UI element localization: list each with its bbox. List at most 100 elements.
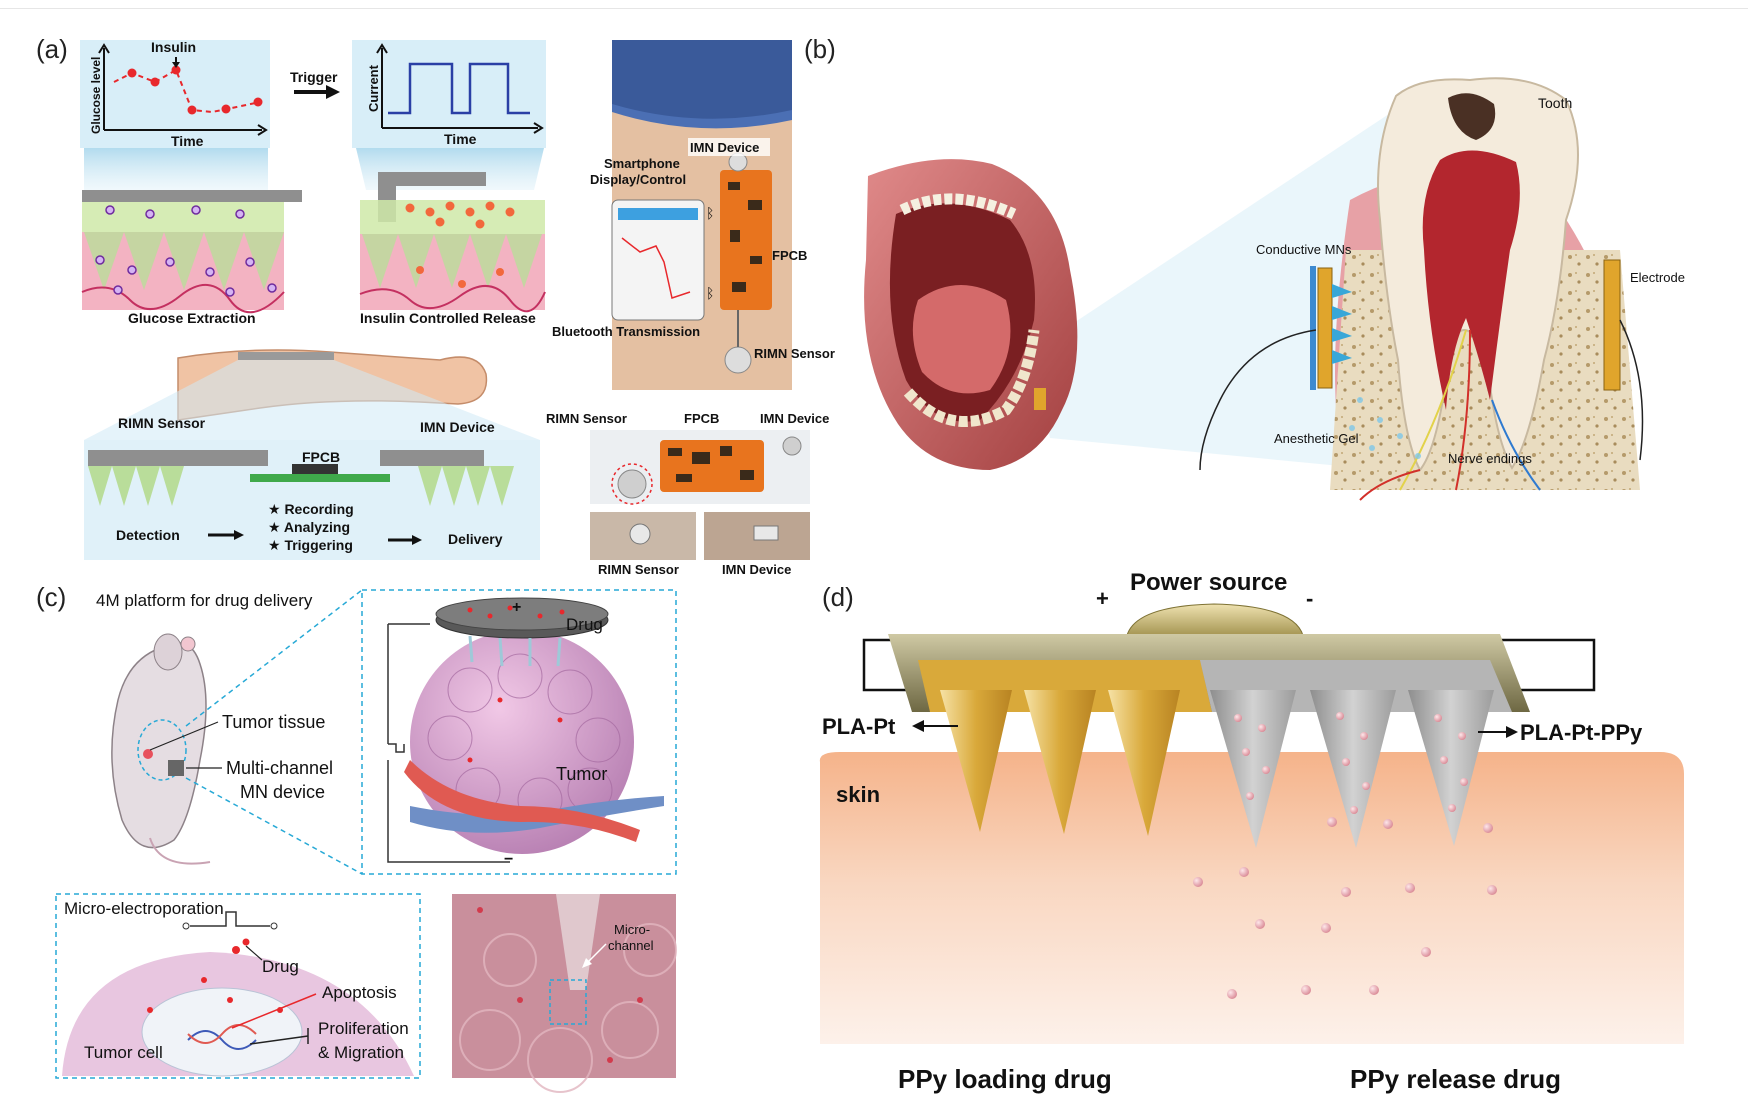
- anesthetic-particle: [1415, 453, 1421, 459]
- pla-pt-ppy-label: PLA-Pt-PPy: [1520, 720, 1643, 745]
- released-drug-particle: [1327, 817, 1337, 827]
- cell-drug-label: Drug: [262, 957, 299, 976]
- released-drug-particle: [1483, 823, 1493, 833]
- fpcb-chip: [292, 464, 338, 474]
- panel-label-a: (a): [36, 34, 68, 64]
- smartphone: [611, 199, 705, 321]
- apoptosis-pointer: [231, 993, 317, 1029]
- left-wire: [1199, 329, 1317, 471]
- photo-fpcb-components: [728, 182, 762, 292]
- imn-photo-device: [753, 525, 779, 541]
- board-fpcb-label: FPCB: [684, 411, 719, 426]
- photo-red-dots: [477, 907, 643, 1063]
- glucose-plot-bg: [80, 40, 270, 148]
- glucose-molecule: [105, 205, 115, 215]
- glucose-molecule: [225, 287, 235, 297]
- proliferation-inhibitor: [249, 1028, 309, 1045]
- drug-particle: [147, 1007, 153, 1013]
- drug-particle: [559, 609, 565, 615]
- lower-teeth: [903, 329, 1040, 428]
- microneedle: [1332, 328, 1352, 342]
- tumor-plus-sign: +: [512, 599, 521, 616]
- drug-particle: [497, 697, 503, 703]
- needle-drug-particle: [1246, 792, 1254, 800]
- electrode-label: Electrode: [1630, 270, 1685, 285]
- needle-drug-particle: [1262, 766, 1270, 774]
- zoom-line-bottom: [185, 777, 363, 875]
- photo-cell: [527, 1027, 593, 1093]
- insulin-particle: [435, 217, 445, 227]
- glucose-molecules: [95, 205, 277, 297]
- pla-pt-label: PLA-Pt: [822, 714, 896, 739]
- imn-needles: [418, 466, 514, 506]
- insulin-particle: [475, 219, 485, 229]
- conductive-mn-patch: [1317, 267, 1333, 389]
- tumor-cell: [447, 667, 493, 713]
- device-cross-section: FPCB Detection ★ Recording ★ Analyzing ★…: [84, 440, 540, 560]
- glucose-molecule: [191, 205, 201, 215]
- delivery-arrow-head: [412, 535, 422, 545]
- board-rimn-label: RIMN Sensor: [546, 411, 627, 426]
- micro-channel-pointer-head: [582, 958, 592, 968]
- drug-top-label: Drug: [566, 615, 603, 634]
- microneedle: [1332, 306, 1352, 320]
- photo-rimn-sensor: [724, 346, 752, 374]
- photo-needle: [556, 894, 600, 990]
- panel-c: 4M platform for drug delivery Tumor tiss…: [55, 589, 677, 1093]
- drug-particle: [487, 613, 493, 619]
- released-drug-particle: [1341, 887, 1351, 897]
- needle-drug-particle: [1350, 806, 1358, 814]
- current-x-arrow: [533, 122, 544, 134]
- anesthetic-gel-label: Anesthetic Gel: [1274, 431, 1359, 446]
- drug-pointer: [245, 945, 263, 961]
- insulin-particle: [405, 203, 415, 213]
- photo-cell: [623, 923, 677, 977]
- zoom-line-top: [185, 589, 363, 727]
- glucose-xlabel: Time: [171, 133, 204, 149]
- anesthetic-particle: [1349, 425, 1355, 431]
- multi-channel-label-1: Multi-channel: [226, 758, 333, 778]
- needle-drug-particle: [1460, 778, 1468, 786]
- glucose-extraction-illustration: Glucose Extraction: [81, 190, 302, 326]
- nerve-2: [1455, 329, 1471, 491]
- insulin-particle: [425, 207, 435, 217]
- microneedle: [1332, 350, 1352, 364]
- current-plot-bg: [352, 40, 546, 148]
- glucose-molecule: [145, 209, 155, 219]
- imn-bar: [380, 450, 484, 466]
- insulin-marker-label: Insulin: [151, 39, 196, 55]
- electroporation-box: [55, 893, 421, 1079]
- tumor-zoom-box: [361, 589, 677, 875]
- right-circuit-wire: [1500, 638, 1596, 692]
- bluetooth-icon-2: ᛒ: [706, 285, 714, 301]
- proliferation-label-2: & Migration: [318, 1043, 404, 1062]
- photo-chip: [750, 256, 762, 264]
- extraction-gel: [82, 202, 284, 232]
- insulin-release-label: Insulin Controlled Release: [360, 310, 536, 326]
- detection-label: Detection: [116, 527, 180, 543]
- power-source-label: Power source: [1130, 569, 1287, 596]
- needle-drug-particles: [1234, 712, 1468, 814]
- glucose-point: [221, 104, 231, 114]
- board-chip: [740, 470, 754, 480]
- photo-red-dot: [477, 907, 483, 913]
- needle-drug-particle: [1440, 756, 1448, 764]
- nerve-4: [1359, 469, 1421, 501]
- anesthetic-particle: [1369, 445, 1375, 451]
- photo-rimn-label: RIMN Sensor: [754, 346, 835, 361]
- proliferation-label-1: Proliferation: [318, 1019, 409, 1038]
- anesthetic-gel-layer: [1310, 266, 1316, 390]
- electroporation-illustration: Micro-electroporation Drug Apoptosis Pro…: [62, 899, 414, 1077]
- photo-smartphone-label: Smartphone: [604, 156, 680, 171]
- left-circuit-wire: [862, 638, 930, 692]
- needle-drug-particle: [1242, 748, 1250, 756]
- board-rimn: [617, 469, 647, 499]
- bluetooth-icon-1: ᛒ: [706, 205, 714, 221]
- apoptosis-label: Apoptosis: [322, 983, 397, 1002]
- mn-channel: [468, 635, 474, 663]
- released-drug-particles: [1193, 817, 1497, 999]
- tumor-cell: [427, 715, 473, 761]
- step-analyzing: ★ Analyzing: [268, 519, 350, 535]
- insulin-particle: [465, 207, 475, 217]
